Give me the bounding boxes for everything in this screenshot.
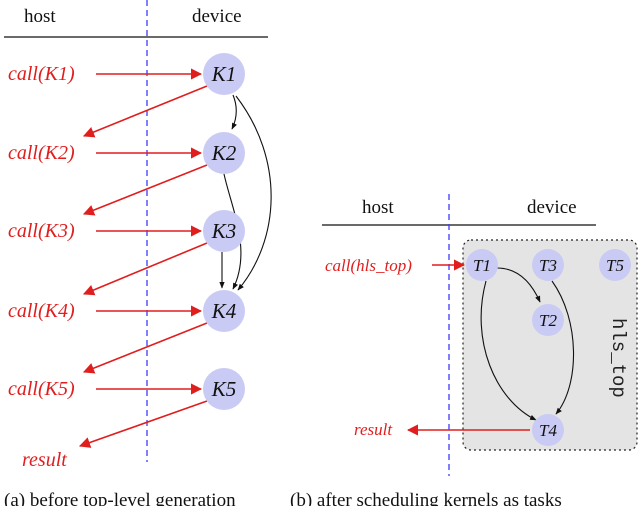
panel-b-node-t5: T5 bbox=[599, 249, 631, 281]
panel-b-node-t5-label: T5 bbox=[606, 256, 624, 275]
panel-a-return-arrow-4 bbox=[82, 322, 208, 374]
panel-a-node-k2: K2 bbox=[203, 132, 245, 174]
panel-b-dep-t1-t2 bbox=[496, 267, 541, 303]
panel-b-node-t1: T1 bbox=[466, 249, 498, 281]
panel-a-return-arrow-1 bbox=[82, 85, 208, 138]
panel-b-result: result bbox=[354, 420, 393, 439]
panel-a-node-k3-label: K3 bbox=[211, 219, 237, 243]
panel-a-call-k5: call(K5) bbox=[8, 378, 75, 400]
panel-a-dep-k1-k2 bbox=[231, 94, 237, 130]
panel-a-return-arrow-2 bbox=[82, 164, 208, 216]
panel-b-host-header: host bbox=[362, 197, 394, 218]
panel-a-node-k2-label: K2 bbox=[211, 141, 237, 165]
panel-a-result: result bbox=[22, 449, 67, 471]
panel-b-node-t2-label: T2 bbox=[539, 311, 557, 330]
panel-b-node-t4: T4 bbox=[532, 414, 564, 446]
panel-a-call-k3: call(K3) bbox=[8, 220, 75, 242]
panel-a-return-arrow-3 bbox=[82, 242, 208, 296]
panel-b-call-hls-top: call(hls_top) bbox=[325, 256, 412, 275]
panel-a-device-header: device bbox=[192, 6, 242, 27]
panel-a-call-k4: call(K4) bbox=[8, 300, 75, 322]
panel-b-dep-t3-t4 bbox=[551, 280, 575, 415]
panel-a-node-k5: K5 bbox=[203, 368, 245, 410]
panel-a-node-k1: K1 bbox=[203, 53, 245, 95]
panel-b-node-t2: T2 bbox=[532, 304, 564, 336]
panel-a-host-header: host bbox=[24, 6, 56, 27]
panel-a-node-k4: K4 bbox=[203, 290, 245, 332]
panel-a-dep-k1-k4 bbox=[235, 95, 272, 291]
hls-top-box bbox=[462, 239, 638, 451]
panel-b-caption: (b) after scheduling kernels as tasks bbox=[290, 490, 562, 506]
panel-a-node-k3: K3 bbox=[203, 210, 245, 252]
panel-b-node-t4-label: T4 bbox=[539, 421, 557, 440]
panel-a-return-arrow-5 bbox=[78, 400, 208, 448]
panel-b-node-t3: T3 bbox=[532, 249, 564, 281]
panel-a: host device call(K1) call(K2) call(K3) c… bbox=[4, 0, 272, 506]
panel-a-node-k1-label: K1 bbox=[211, 62, 237, 86]
panel-b-node-t1-label: T1 bbox=[473, 256, 491, 275]
panel-a-node-k4-label: K4 bbox=[211, 299, 237, 323]
panel-b-node-t3-label: T3 bbox=[539, 256, 557, 275]
panel-a-call-k1: call(K1) bbox=[8, 63, 75, 85]
panel-a-node-k5-label: K5 bbox=[211, 377, 237, 401]
hls-top-box-label: hls_top bbox=[607, 318, 629, 398]
panel-a-call-k2: call(K2) bbox=[8, 142, 75, 164]
panel-a-caption: (a) before top-level generation bbox=[4, 490, 236, 506]
panel-b-dep-t1-t4 bbox=[480, 280, 537, 421]
panel-b-device-header: device bbox=[527, 197, 577, 218]
panel-b: host device hls_top call(hls_top) result… bbox=[290, 194, 638, 506]
